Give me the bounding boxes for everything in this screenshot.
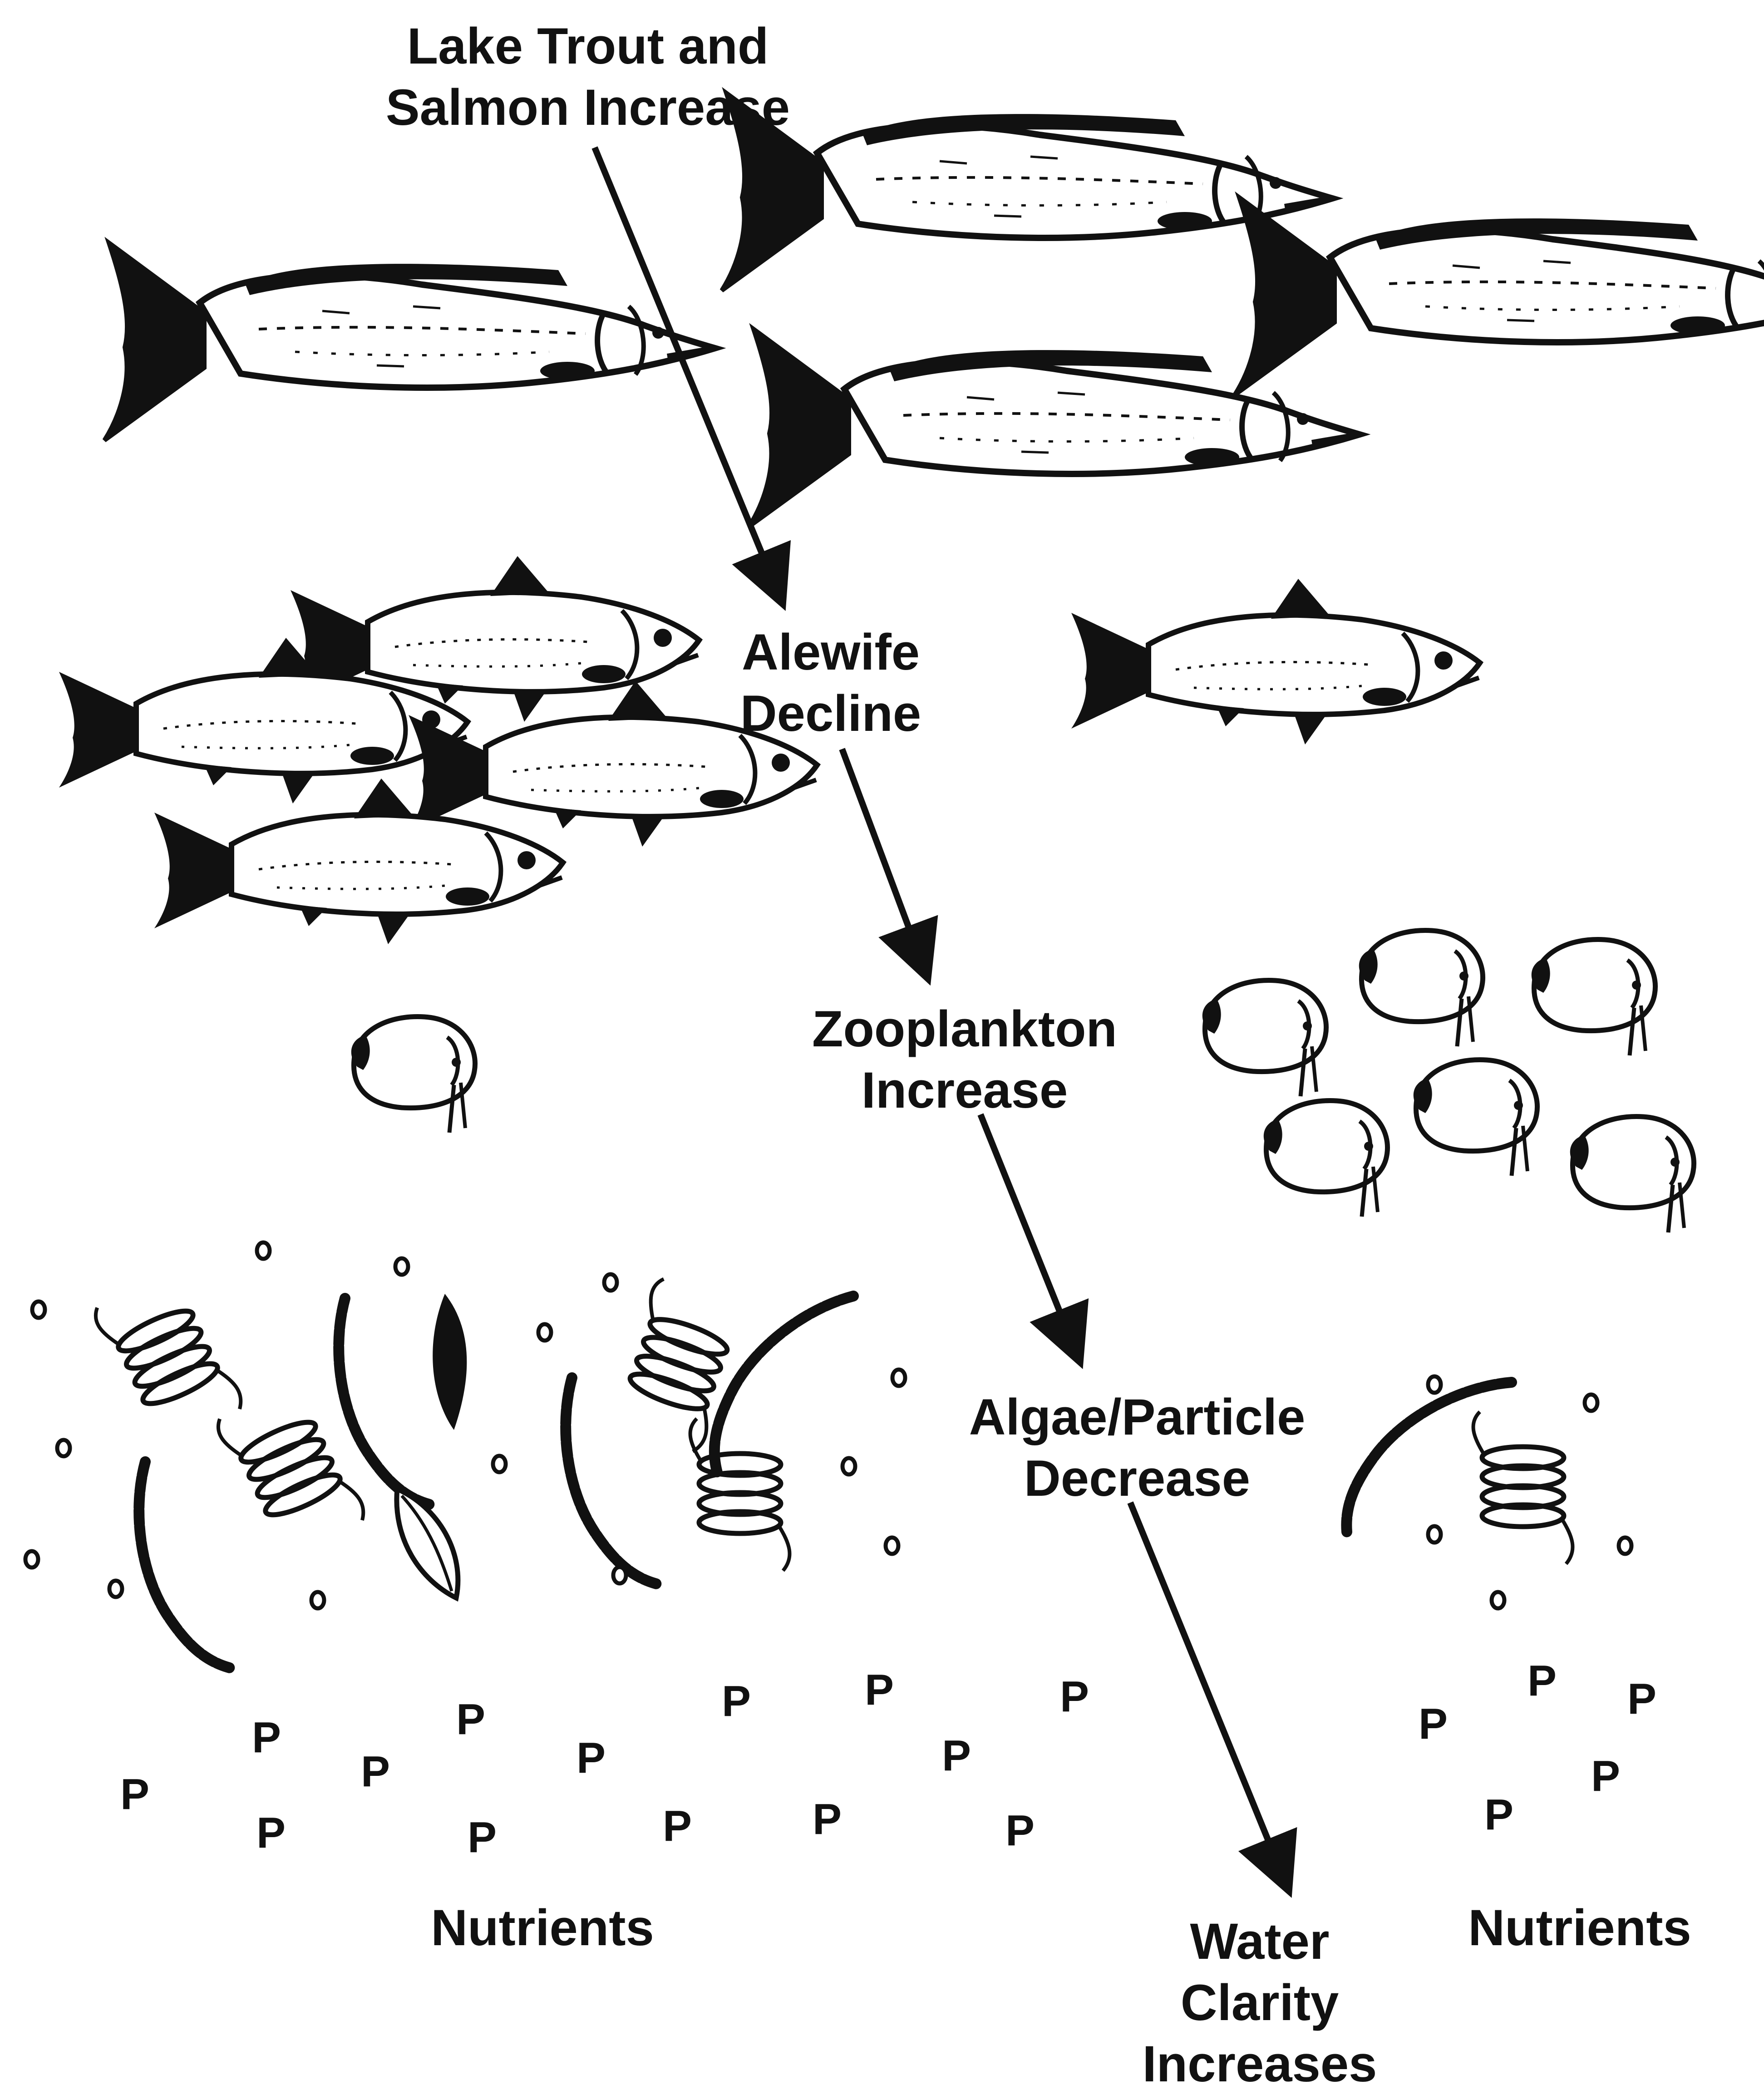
coil-algae xyxy=(606,1277,751,1454)
zooplankton-3 xyxy=(1359,931,1483,1046)
nutrient-p: P xyxy=(361,1747,390,1796)
label-water-clarity-line1: Water xyxy=(1190,1913,1329,1970)
nutrient-p: P xyxy=(1527,1656,1557,1705)
arrow-algae-to-clarity xyxy=(1130,1503,1287,1886)
nutrient-p: P xyxy=(722,1677,751,1725)
nutrient-p: P xyxy=(577,1734,606,1782)
label-zooplankton-line2: Increase xyxy=(862,1062,1068,1119)
filament-algae xyxy=(139,1462,232,1668)
salmon-fish-4 xyxy=(1235,197,1764,395)
nutrient-p: P xyxy=(1591,1752,1620,1800)
diatom xyxy=(433,1294,467,1430)
arrow-alewife-to-zooplankton xyxy=(842,749,926,974)
zooplankton-1 xyxy=(351,1017,475,1133)
nutrient-p: P xyxy=(663,1802,692,1850)
filament-algae xyxy=(339,1298,431,1505)
nutrient-p: P xyxy=(1060,1672,1089,1721)
nutrient-p: P xyxy=(256,1809,286,1857)
label-trout-salmon-line2: Salmon Increase xyxy=(386,79,790,136)
alewife-fish-5 xyxy=(1071,579,1480,744)
nutrient-p: P xyxy=(1005,1806,1035,1855)
zooplankton-4 xyxy=(1532,940,1656,1055)
nutrient-p: P xyxy=(252,1713,281,1762)
nutrient-phosphorus-letters: P P P P P P P P P P P P P P P P P P P xyxy=(120,1656,1656,1862)
label-nutrients-right: Nutrients xyxy=(1468,1899,1691,1956)
filament-algae xyxy=(566,1378,658,1584)
zooplankton-2 xyxy=(1202,981,1326,1096)
coil-algae xyxy=(91,1268,246,1448)
nutrient-p: P xyxy=(468,1813,497,1862)
salmon-fish-1 xyxy=(104,243,715,440)
coil-algae xyxy=(690,1419,790,1571)
label-water-clarity-line3: Increases xyxy=(1143,2036,1377,2090)
coil-algae xyxy=(1473,1412,1573,1564)
salmon-fish-2 xyxy=(722,93,1332,291)
nutrient-p: P xyxy=(865,1666,894,1714)
nutrient-p: P xyxy=(1419,1700,1448,1748)
label-alewife-line1: Alewife xyxy=(742,624,920,680)
label-trout-salmon-line1: Lake Trout and xyxy=(407,18,769,74)
label-water-clarity-line2: Clarity xyxy=(1181,1974,1339,2031)
label-alewife-line2: Decline xyxy=(740,685,921,742)
arrow-zooplankton-to-algae xyxy=(981,1114,1078,1357)
nutrient-p: P xyxy=(942,1731,971,1780)
label-zooplankton-line1: Zooplankton xyxy=(812,1001,1117,1057)
zooplankton-7 xyxy=(1570,1117,1694,1232)
zooplankton-6 xyxy=(1264,1101,1388,1217)
zooplankton-5 xyxy=(1414,1060,1537,1176)
nutrient-p: P xyxy=(1484,1790,1513,1839)
algae-particles xyxy=(25,1242,1631,1668)
particles xyxy=(25,1242,1631,1608)
nutrient-p: P xyxy=(1627,1675,1656,1723)
label-nutrients-left: Nutrients xyxy=(431,1899,654,1956)
label-algae-line1: Algae/Particle xyxy=(969,1389,1306,1445)
filament-algae xyxy=(671,1291,897,1474)
label-algae-line2: Decrease xyxy=(1024,1450,1250,1507)
nutrient-p: P xyxy=(120,1770,149,1819)
nutrient-p: P xyxy=(813,1795,842,1844)
filament-algae xyxy=(1316,1376,1541,1534)
nutrient-p: P xyxy=(456,1695,485,1744)
